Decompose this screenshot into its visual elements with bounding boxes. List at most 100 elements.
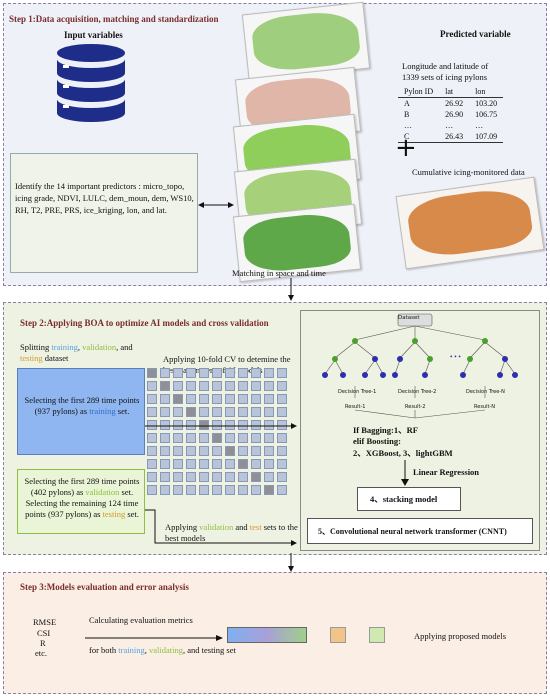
cv-grid-cell — [225, 472, 235, 482]
cv-grid-cell — [147, 433, 157, 443]
cv-grid-cell — [251, 407, 261, 417]
cv-grid-cell — [277, 368, 287, 378]
cell: … — [475, 121, 484, 130]
table-row: … … … — [398, 120, 503, 131]
cv-grid-cell — [173, 381, 183, 391]
predictors-text: Identify the 14 important predictors : m… — [15, 181, 194, 215]
cv-grid-cell — [186, 381, 196, 391]
apply-models-label: Applying proposed models — [414, 631, 507, 641]
linear-regression-label: Linear Regression — [413, 467, 480, 477]
cv-grid-cell — [277, 394, 287, 404]
step2-title: Step 2:Applying BOA to optimize AI model… — [20, 318, 269, 328]
step1-title: Step 1:Data acquisition, matching and st… — [9, 14, 219, 24]
cv-grid-cell — [173, 394, 183, 404]
cv-grid-cell — [199, 472, 209, 482]
cv-grid-cell — [186, 407, 196, 417]
cv-grid-cell — [264, 368, 274, 378]
cell: … — [445, 121, 454, 130]
cv-grid-cell — [160, 446, 170, 456]
split-b: , — [77, 342, 83, 352]
cv-grid-cell — [212, 433, 222, 443]
split-testing: testing — [20, 353, 43, 363]
cv-grid-cell — [186, 433, 196, 443]
cv-grid-cell — [212, 459, 222, 469]
coord-text-1: Longitude and latitude of — [402, 61, 489, 71]
cv-grid-cell — [225, 420, 235, 430]
val-c: Selecting the remaining 124 time points … — [25, 498, 139, 519]
th-pylon-id: Pylon ID — [404, 87, 434, 96]
validation-box — [17, 469, 145, 534]
cv-grid-cell — [238, 446, 248, 456]
input-variables-label: Input variables — [64, 30, 123, 40]
cv-grid-cell — [199, 420, 209, 430]
cv-grid-cell — [277, 433, 287, 443]
cv-grid-cell — [251, 433, 261, 443]
model-color-orange — [330, 627, 346, 643]
tree-label-2: Decision Tree-2 — [398, 389, 437, 395]
for-training: training — [118, 645, 145, 655]
result-label-1: Result-1 — [345, 404, 366, 410]
cv-grid-cell — [186, 420, 196, 430]
cv-grid-cell — [212, 407, 222, 417]
apply-c: sets to the best models — [165, 522, 298, 543]
cv-grid-cell — [160, 433, 170, 443]
cv-grid-cell — [225, 433, 235, 443]
calc-metrics-text: Calculating evaluation metrics — [89, 615, 193, 625]
cv-grid-cell — [264, 381, 274, 391]
cv-grid-cell — [173, 459, 183, 469]
cv-grid-cell — [264, 433, 274, 443]
apply-sets-text: Applying validation and test sets to the… — [165, 522, 307, 544]
cv-grid — [147, 368, 287, 495]
cv-grid-cell — [199, 394, 209, 404]
cv-grid-cell — [147, 420, 157, 430]
cv-grid-cell — [238, 472, 248, 482]
stacking-label: 4、stacking model — [370, 494, 438, 504]
metric-r: R — [40, 638, 46, 648]
cv-grid-cell — [199, 485, 209, 495]
cv-grid-cell — [238, 420, 248, 430]
cell: … — [404, 121, 412, 130]
for-validating: validating — [148, 645, 183, 655]
cell: B — [404, 110, 410, 119]
cnnt-label: 5、Convolutional neural network transform… — [318, 527, 507, 536]
cv-grid-cell — [186, 459, 196, 469]
cell: 26.92 — [445, 99, 464, 108]
cv-grid-cell — [199, 433, 209, 443]
cell: 107.09 — [475, 132, 498, 141]
cell: 103.20 — [475, 99, 498, 108]
cv-grid-cell — [186, 394, 196, 404]
cv-grid-cell — [277, 381, 287, 391]
cv-grid-cell — [238, 459, 248, 469]
training-box-text: Selecting the first 289 time points (937… — [24, 395, 140, 417]
cv-grid-cell — [251, 485, 261, 495]
coord-text-2: 1339 sets of icing pylons — [402, 72, 487, 82]
tree-label-1: Decision Tree-1 — [338, 389, 377, 395]
for-a: for both — [89, 645, 119, 655]
cv-grid-cell — [251, 459, 261, 469]
double-arrow — [198, 202, 234, 208]
predictors-box — [10, 153, 198, 273]
val-b: set. — [119, 487, 134, 497]
cv-grid-cell — [186, 472, 196, 482]
cv-grid-cell — [147, 394, 157, 404]
apply-validation: validation — [199, 522, 234, 532]
cell: C — [404, 132, 410, 141]
cv-grid-cell — [277, 420, 287, 430]
cv-grid-cell — [251, 368, 261, 378]
cv-grid-cell — [212, 420, 222, 430]
cv-grid-cell — [160, 368, 170, 378]
cv-grid-cell — [186, 485, 196, 495]
cv-grid-cell — [186, 368, 196, 378]
cv-grid-cell — [225, 407, 235, 417]
split-validation: validation — [82, 342, 117, 352]
cv-grid-cell — [147, 407, 157, 417]
split-training: training — [51, 342, 78, 352]
arrow-step1-step2 — [288, 278, 294, 301]
plus-sign: + — [395, 133, 417, 163]
cv-grid-cell — [225, 459, 235, 469]
step3-arrow — [85, 635, 223, 641]
for-c: , and testing set — [182, 645, 236, 655]
cv-grid-cell — [238, 407, 248, 417]
